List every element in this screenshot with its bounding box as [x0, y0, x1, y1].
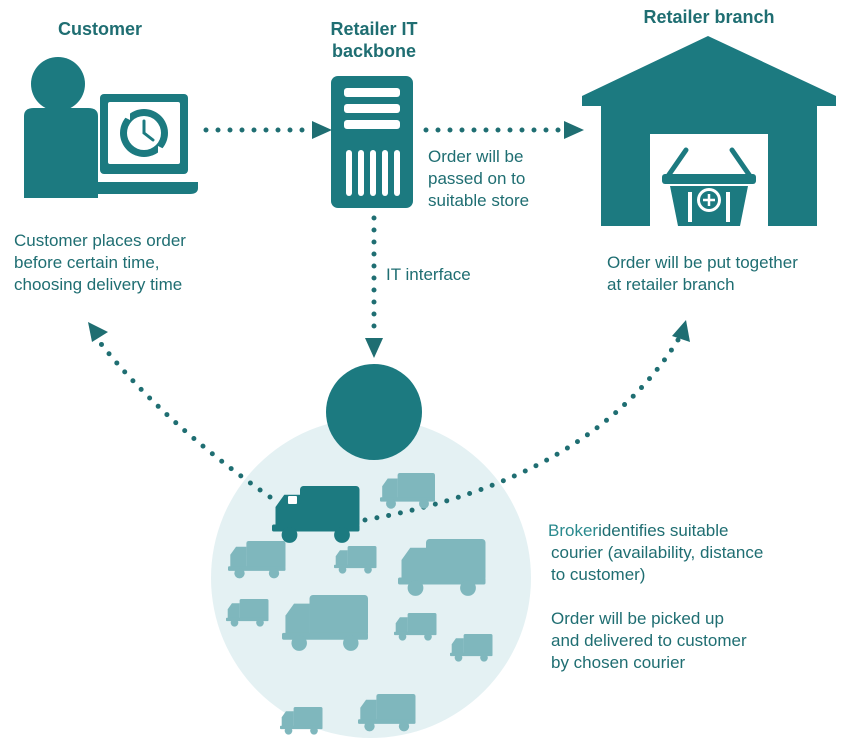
branch-heading: Retailer branch — [643, 7, 775, 27]
broker-caption: Brokeridentifies suitable courier (avail… — [548, 520, 844, 674]
it-interface-label: IT interface — [386, 265, 471, 284]
customer-caption-line-1: Customer places order — [14, 231, 186, 250]
branch-caption: Order will be put together at retailer b… — [607, 252, 847, 296]
chosen-truck-window — [288, 496, 297, 504]
pickup-caption-line-3: by chosen courier — [551, 653, 686, 672]
backbone-heading-line-1: Retailer IT — [330, 19, 418, 39]
customer-caption: Customer places order before certain tim… — [14, 230, 264, 296]
broker-caption-line-2: courier (availability, distance — [551, 543, 764, 562]
flow-backbone-to-broker — [365, 215, 383, 358]
broker-caption-line-1-rest: identifies suitable — [598, 521, 729, 540]
broker-circle-icon — [326, 364, 422, 460]
customer-caption-line-3: choosing delivery time — [14, 275, 183, 294]
order-passed-line-3: suitable store — [428, 191, 530, 210]
order-passed-line-2: passed on to — [428, 169, 526, 188]
warehouse-with-basket-icon — [582, 36, 836, 226]
broker-word: Broker — [548, 521, 599, 540]
pickup-caption-line-1: Order will be picked up — [551, 609, 724, 628]
pickup-caption: Order will be picked up and delivered to… — [548, 608, 844, 674]
customer-at-laptop-with-clock-icon — [24, 57, 198, 198]
backbone-heading: Retailer IT backbone — [304, 18, 444, 62]
branch-caption-line-2: at retailer branch — [607, 275, 735, 294]
order-passed-line-1: Order will be — [428, 147, 524, 166]
backbone-heading-line-2: backbone — [331, 41, 417, 61]
order-passed-label: Order will be passed on to suitable stor… — [428, 146, 588, 212]
customer-heading: Customer — [57, 19, 142, 39]
broker-caption-line-3: to customer) — [551, 565, 646, 584]
flow-courier-to-customer — [88, 322, 273, 500]
flow-customer-to-backbone — [203, 121, 332, 139]
customer-caption-line-2: before certain time, — [14, 253, 160, 272]
broker-caption-line-1: Brokeridentifies suitable — [548, 520, 844, 542]
flow-backbone-to-branch — [423, 121, 584, 139]
server-icon — [331, 76, 413, 208]
branch-caption-line-1: Order will be put together — [607, 253, 798, 272]
pickup-caption-line-2: and delivered to customer — [551, 631, 747, 650]
